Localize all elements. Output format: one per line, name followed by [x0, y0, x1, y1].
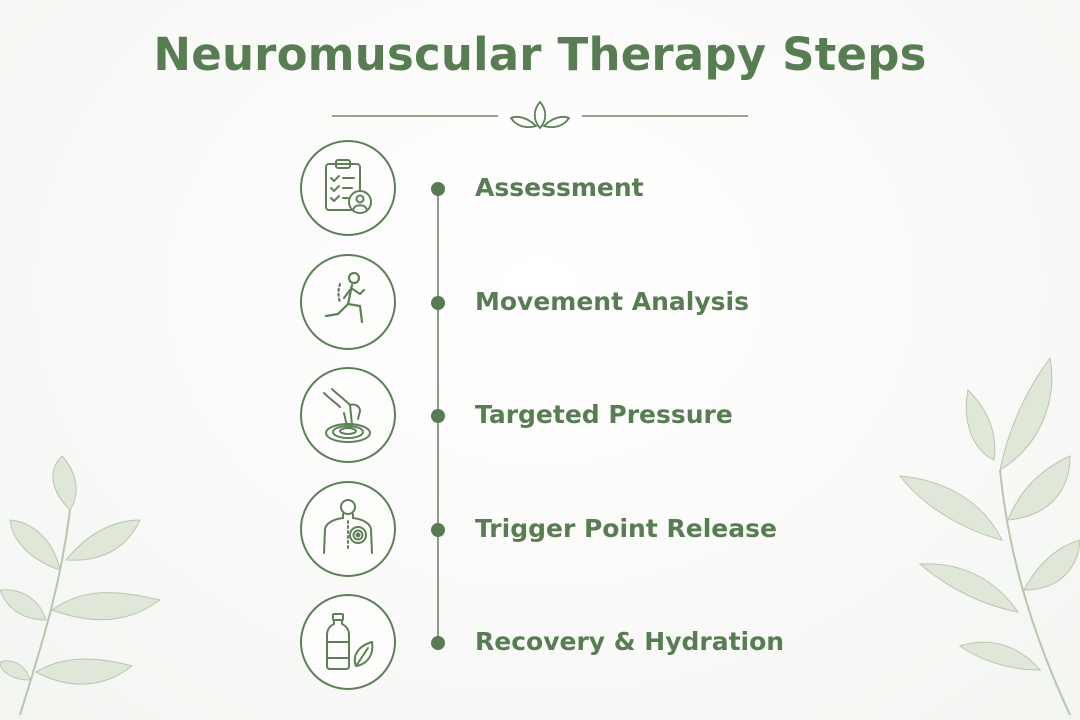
page-title: Neuromuscular Therapy Steps [153, 28, 927, 81]
step-icon-circle [300, 140, 396, 236]
timeline-dot [431, 636, 445, 650]
step-targeted-pressure: Targeted Pressure [300, 367, 900, 467]
step-icon-circle [300, 594, 396, 690]
step-label: Assessment [475, 173, 644, 202]
step-movement-analysis: Movement Analysis [300, 254, 900, 354]
step-trigger-point-release: Trigger Point Release [300, 481, 900, 581]
finger-press-icon [323, 388, 371, 443]
timeline-dot [431, 182, 445, 196]
step-label: Trigger Point Release [475, 514, 777, 543]
step-assessment: Assessment [300, 140, 900, 240]
step-label: Targeted Pressure [475, 400, 733, 429]
step-icon-circle [300, 481, 396, 577]
water-bottle-leaf-icon [326, 613, 374, 670]
clipboard-checklist-icon [325, 159, 372, 214]
step-icon-circle [300, 367, 396, 463]
step-recovery-hydration: Recovery & Hydration [300, 594, 900, 694]
decorative-leaves-right [898, 356, 1080, 716]
lunging-figure-icon [324, 271, 366, 324]
leaf-divider [332, 100, 748, 130]
step-label: Recovery & Hydration [475, 627, 785, 656]
timeline-dot [431, 523, 445, 537]
decorative-leaves-left [0, 455, 162, 716]
timeline-dot [431, 296, 445, 310]
step-icon-circle [300, 254, 396, 350]
back-target-icon [323, 499, 373, 554]
timeline-dot [431, 409, 445, 423]
step-label: Movement Analysis [475, 287, 749, 316]
